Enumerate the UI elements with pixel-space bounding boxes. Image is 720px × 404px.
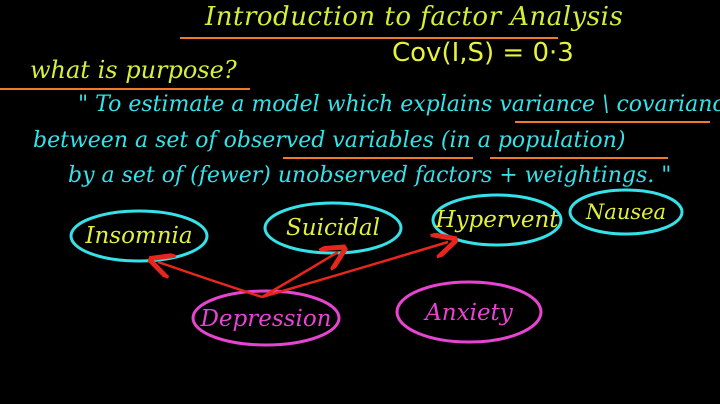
title: Introduction to factor Analysis [205, 2, 624, 32]
latent-label: Anxiety [423, 300, 514, 326]
arrow-depression-to-suicidal [261, 252, 338, 299]
observed-variable-hypervent: Hypervent [431, 193, 563, 247]
observed-label: Hypervent [434, 207, 559, 233]
latent-factor-depression: Depression [191, 289, 341, 347]
definition-line-3: by a set of (fewer) unobserved factors +… [68, 163, 672, 188]
covariance-note: Cov(I,S) = 0·3 [392, 38, 574, 68]
observed-label: Suicidal [286, 215, 380, 241]
arrow-depression-to-hypervent [261, 242, 448, 299]
definition-line-1: " To estimate a model which explains var… [78, 92, 720, 117]
observed-label: Nausea [585, 200, 666, 224]
question-heading: what is purpose? [30, 56, 237, 84]
observed-variable-suicidal: Suicidal [263, 201, 403, 255]
title-underline [180, 37, 558, 39]
latent-factor-anxiety: Anxiety [395, 280, 543, 344]
question-underline [0, 88, 250, 90]
observed-variable-insomnia: Insomnia [69, 209, 209, 263]
observed-variable-nausea: Nausea [568, 188, 684, 236]
underline-population [490, 157, 668, 159]
underline-observed-variables [283, 157, 473, 159]
underline-variance-covariance [515, 121, 710, 123]
arrow-depression-to-insomnia [158, 262, 263, 299]
observed-label: Insomnia [84, 223, 192, 249]
definition-line-2: between a set of observed variables (in … [33, 128, 626, 153]
latent-label: Depression [199, 306, 331, 332]
